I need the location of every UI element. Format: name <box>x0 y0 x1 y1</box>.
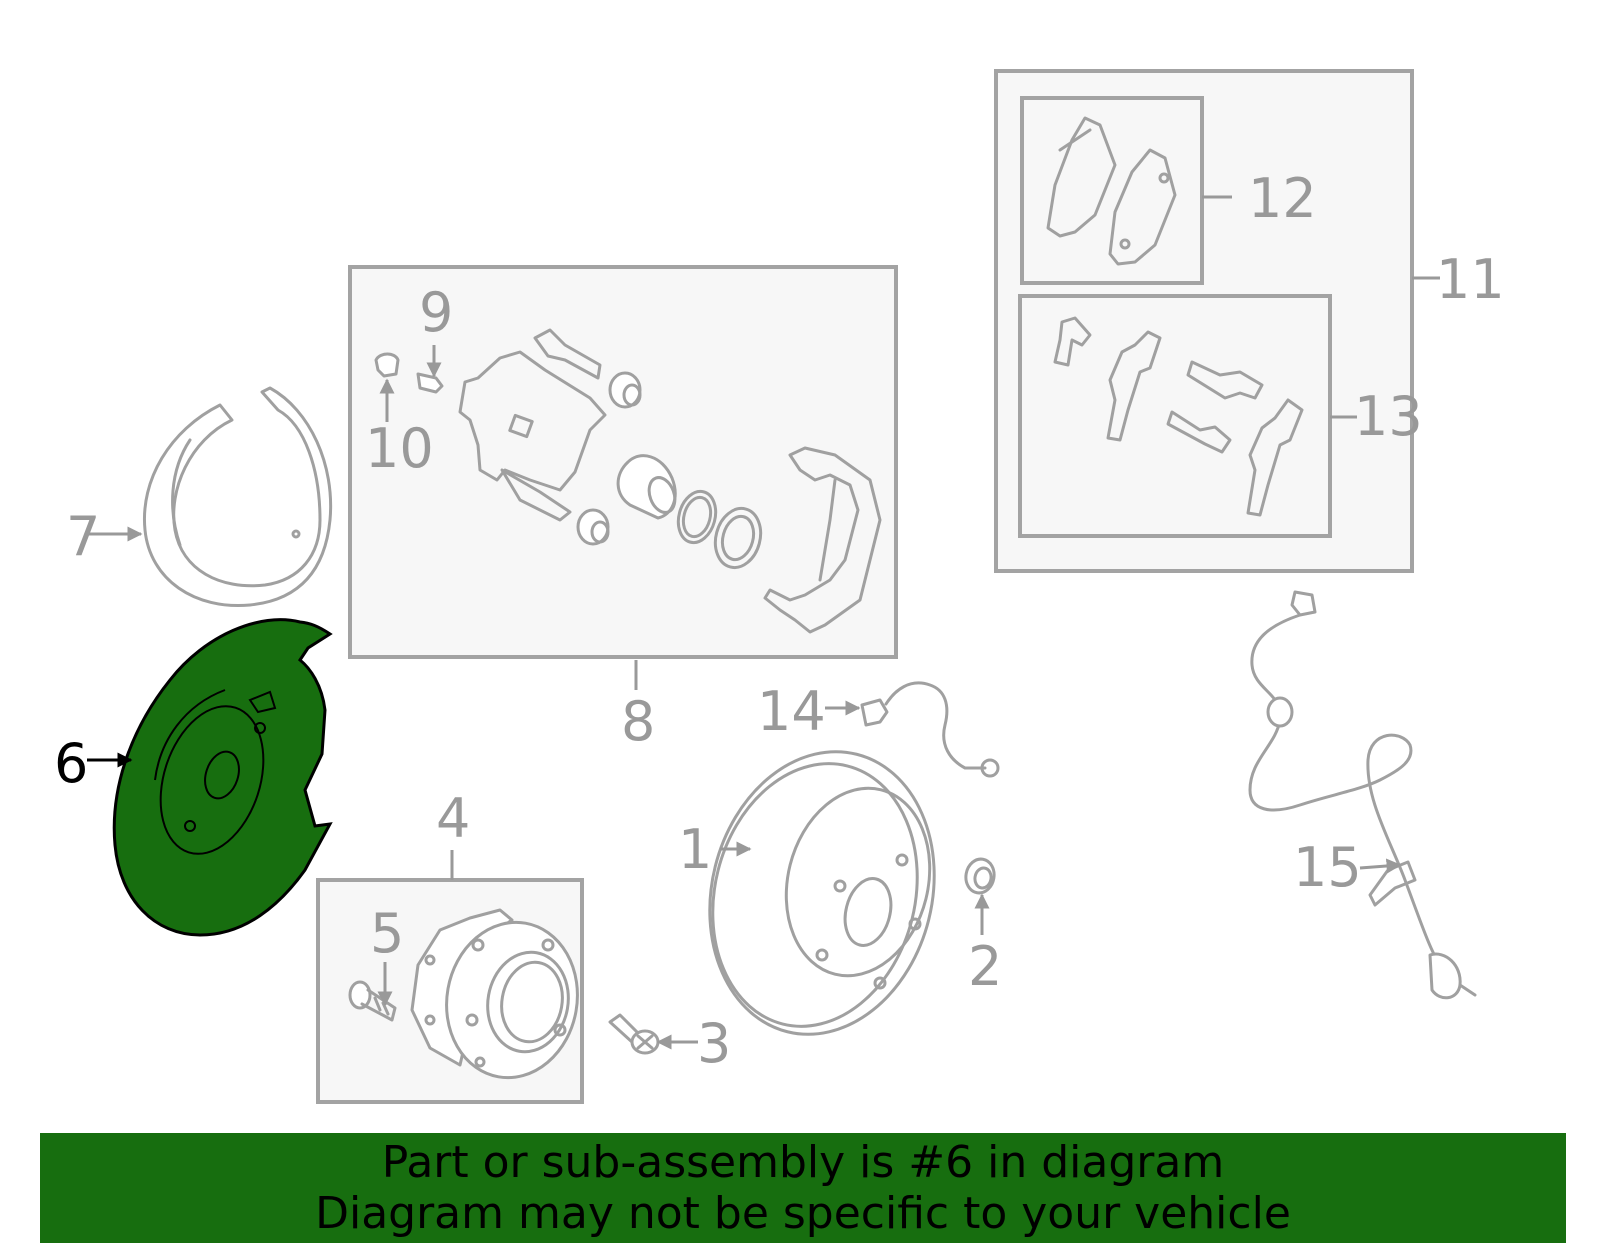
callout-12: 12 <box>1248 167 1317 230</box>
dust-cap-part-10[interactable] <box>374 352 400 378</box>
brake-pads-box <box>1020 96 1204 285</box>
banner-line-2: Diagram may not be specific to your vehi… <box>315 1188 1291 1239</box>
parking-brake-shoe-part-7[interactable] <box>142 386 333 608</box>
guide-pin-boot-lower[interactable] <box>576 508 610 546</box>
caliper-assembly-box <box>348 265 898 659</box>
pad-hardware-part-13[interactable] <box>1053 316 1304 517</box>
speed-sensor-part-15[interactable] <box>1248 590 1477 1000</box>
screw-part-3[interactable] <box>608 1013 660 1055</box>
callout-9: 9 <box>419 281 453 344</box>
callout-4: 4 <box>436 787 470 850</box>
info-banner: Part or sub-assembly is #6 in diagram Di… <box>40 1133 1566 1243</box>
backing-plate-part-6[interactable] <box>112 618 333 937</box>
callout-13: 13 <box>1354 385 1423 448</box>
piston-boot[interactable] <box>709 503 767 572</box>
wheel-hub-bearing[interactable] <box>410 908 590 1088</box>
callout-6: 6 <box>54 732 88 795</box>
callout-10: 10 <box>365 417 434 480</box>
callout-15: 15 <box>1293 836 1362 899</box>
leader-15 <box>1359 858 1402 874</box>
caliper-piston[interactable] <box>616 454 679 520</box>
callout-8: 8 <box>621 690 655 753</box>
guide-pin-boot-upper[interactable] <box>608 371 642 409</box>
callout-5: 5 <box>370 902 404 965</box>
callout-3: 3 <box>697 1012 731 1075</box>
callout-14: 14 <box>757 680 826 743</box>
caliper-body[interactable] <box>458 328 607 522</box>
banner-line-1: Part or sub-assembly is #6 in diagram <box>381 1137 1225 1188</box>
callout-1: 1 <box>678 818 712 881</box>
callout-2: 2 <box>968 935 1002 998</box>
brake-rotor-part-1[interactable] <box>681 728 964 1059</box>
piston-seal[interactable] <box>673 487 721 547</box>
callout-11: 11 <box>1436 248 1505 311</box>
caliper-bracket[interactable] <box>763 446 882 634</box>
pad-hardware-box <box>1018 294 1332 538</box>
nut-part-2[interactable] <box>963 857 996 895</box>
callout-7: 7 <box>66 505 100 568</box>
brake-pads-part-12[interactable] <box>1046 116 1177 266</box>
speed-sensor-part-14[interactable] <box>860 681 1000 778</box>
